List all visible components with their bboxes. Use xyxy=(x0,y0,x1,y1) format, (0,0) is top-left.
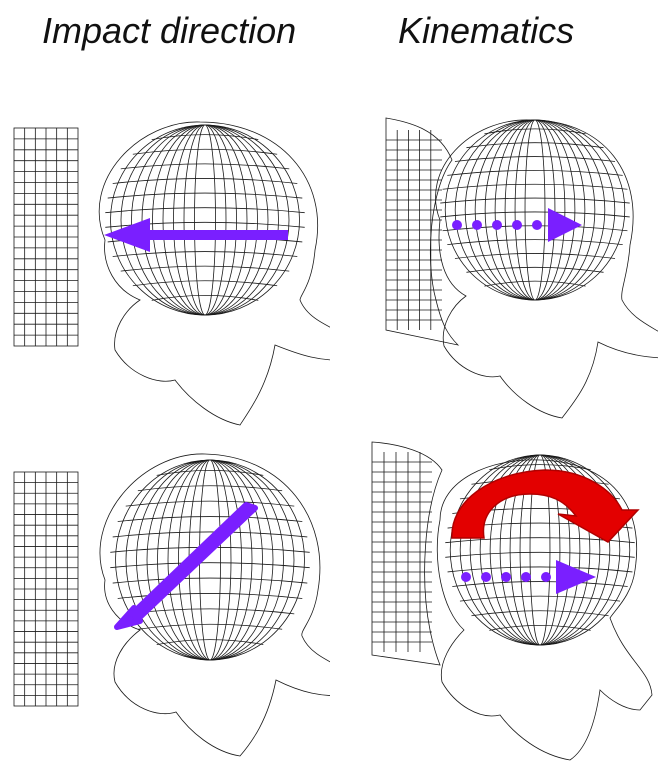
kinematics-translation-arrow xyxy=(452,208,582,242)
impactor-plate-icon xyxy=(14,128,78,346)
kinematics-title: Kinematics xyxy=(398,10,574,52)
head-mesh-icon xyxy=(99,122,330,425)
impact-panel-lateral xyxy=(0,100,330,430)
kinematics-rotation-arrow xyxy=(452,470,638,542)
head-mesh-icon xyxy=(100,454,330,756)
impactor-plate-icon xyxy=(386,118,458,345)
kinematics-panel-lateral xyxy=(340,100,658,430)
impact-panel-oblique xyxy=(0,430,330,760)
impact-arrow xyxy=(117,505,255,627)
kinematics-panel-oblique xyxy=(340,430,658,763)
impactor-plate-icon xyxy=(372,442,442,665)
kinematics-translation-arrow xyxy=(461,560,596,594)
impactor-plate-icon xyxy=(14,472,78,706)
impact-direction-title: Impact direction xyxy=(42,10,296,52)
head-mesh-icon xyxy=(436,120,658,418)
